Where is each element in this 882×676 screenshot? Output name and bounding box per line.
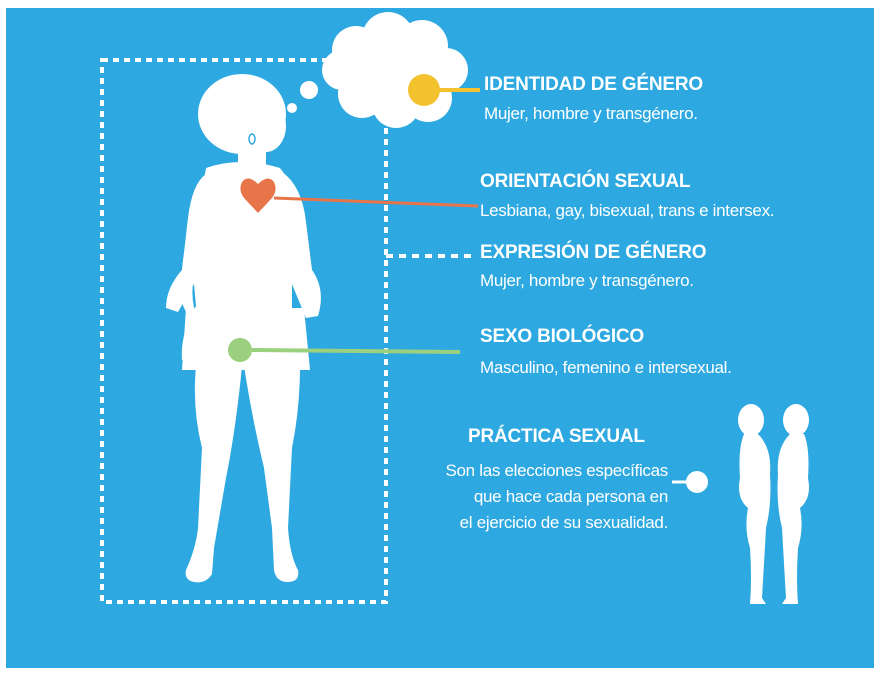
practica-line-3: el ejercicio de su sexualidad. (459, 513, 669, 532)
sexo-text: Masculino, femenino e intersexual. (480, 358, 732, 377)
sexo-connector (251, 348, 461, 354)
identidad-dot (408, 74, 440, 106)
expresion-title: EXPRESIÓN DE GÉNERO (480, 242, 707, 263)
practica-line-2: que hace cada persona en (473, 487, 668, 506)
sexo-title: SEXO BIOLÓGICO (480, 326, 644, 347)
identidad-title: IDENTIDAD DE GÉNERO (484, 74, 703, 95)
expresion-dotted-frame (100, 58, 388, 604)
practica-line-1: Son las elecciones específicas (445, 461, 668, 480)
orientacion-title: ORIENTACIÓN SEXUAL (480, 171, 691, 192)
orientacion-connector (273, 196, 479, 208)
thought-bubble-icon (287, 12, 468, 128)
practica-dot (686, 471, 708, 493)
earring-detail (248, 133, 256, 145)
heart-icon (240, 178, 276, 213)
woman-silhouette (166, 74, 321, 583)
infographic-panel: IDENTIDAD DE GÉNERO Mujer, hombre y tran… (6, 8, 874, 668)
practica-title: PRÁCTICA SEXUAL (468, 426, 645, 447)
expresion-text: Mujer, hombre y transgénero. (480, 271, 694, 290)
orientacion-text: Lesbiana, gay, bisexual, trans e interse… (480, 201, 775, 220)
practica-text: Son las elecciones específicas que hace … (408, 458, 668, 536)
sexo-dot (228, 338, 252, 362)
identidad-text: Mujer, hombre y transgénero. (484, 104, 698, 123)
infographic-art (100, 12, 809, 604)
couple-silhouette-icon (738, 404, 809, 604)
